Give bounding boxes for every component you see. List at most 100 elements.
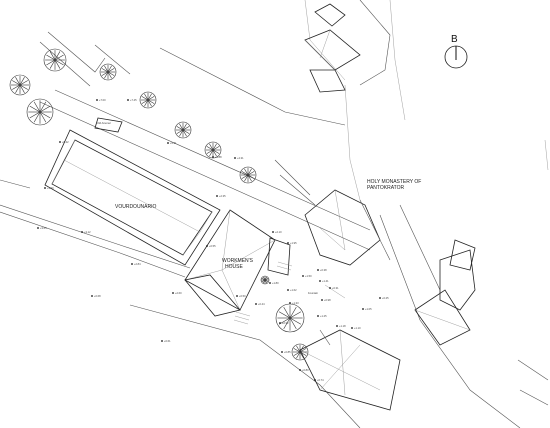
survey-point-label: +1.25 [320,314,327,318]
survey-point-label: +0.44 [258,302,265,306]
trees [9,48,309,361]
workmens-house: WORKMEN'S HOUSE [184,209,293,325]
survey-point-label: +0.50 [239,294,246,298]
vourdounario-label: VOURDOUNARIO [115,204,157,210]
survey-point-label: +3.90 [47,186,54,190]
survey-point-label: +7.45 [130,98,137,102]
survey-point: +3.12 [81,230,91,234]
survey-point-label: +1.33 [292,301,299,305]
survey-point: +1.41 [319,279,329,283]
survey-point-label: +0.85 [284,350,291,354]
survey-point-dot [131,263,133,265]
survey-point-label: +2.60 [175,291,182,295]
survey-point: +0.92 [279,321,289,325]
survey-point-label: +1.50 [305,274,312,278]
survey-point-dot [336,325,338,327]
survey-point-dot [287,289,289,291]
monastery-label-2: PANTOKRATOR [367,185,405,191]
survey-point-label: +2.10 [275,230,282,234]
survey-point-dot [44,187,46,189]
fountain-area: Fountain [308,284,346,299]
survey-point-label: +0.38 [320,268,327,272]
survey-point-label: +0.55 [209,244,216,248]
survey-point-dot [91,295,93,297]
survey-point-dot [287,242,289,244]
survey-point-label: +0.80 [302,368,309,372]
tree-icon [99,63,117,81]
survey-point-label: +0.68 [94,294,101,298]
survey-point: +0.85 [281,350,291,354]
monastery-label-1: HOLY MONASTERY OF [367,179,421,185]
survey-point: +2.60 [172,291,182,295]
survey-point: +1.33 [289,301,299,305]
survey-point-dot [234,157,236,159]
survey-point-dot [302,275,304,277]
tree-icon [260,275,270,285]
survey-point: +1.18 [336,324,346,328]
workmens-label-1: WORKMEN'S [222,258,254,264]
survey-point: +0.80 [299,368,309,372]
survey-point-dot [37,227,39,229]
survey-point-dot [319,280,321,282]
stairs [233,261,293,325]
survey-point-label: +2.84 [134,262,141,266]
survey-points: +7.00+7.45+6.42+5.21+4.88+4.31+3.90+3.65… [37,98,389,382]
lower-building [299,329,401,411]
tree-icon [275,303,305,333]
tree-icon [9,74,31,96]
survey-point-dot [216,195,218,197]
tree-icon [174,121,192,139]
survey-point-label: +2.35 [219,194,226,198]
section-marker: B [444,34,468,69]
survey-point: +6.42 [59,140,69,144]
survey-point-label: +7.00 [99,98,106,102]
survey-point-dot [59,141,61,143]
survey-point-label: +4.88 [215,155,222,159]
survey-point-dot [379,297,381,299]
survey-point-dot [281,351,283,353]
survey-point: +0.74 [314,378,324,382]
tree-icon [139,91,157,109]
survey-point-dot [236,295,238,297]
survey-point: +2.35 [216,194,226,198]
survey-point-dot [321,299,323,301]
small-building-top: Old Arsenal [94,117,123,133]
monastery-buildings-top [304,0,391,93]
workmens-label-2: HOUSE [225,264,243,270]
survey-point: +0.44 [255,302,265,306]
survey-point-dot [314,379,316,381]
survey-point-label: +0.31 [332,286,339,290]
survey-point: +7.00 [96,98,106,102]
survey-point-dot [206,245,208,247]
small-building-label: Old Arsenal [97,121,111,125]
survey-point-label: +4.31 [237,156,244,160]
survey-point-dot [172,292,174,294]
survey-point: +0.31 [329,286,339,290]
survey-point: +4.31 [234,156,244,160]
survey-point-dot [255,303,257,305]
survey-point-label: +1.18 [339,324,346,328]
survey-point-label: +1.05 [365,307,372,311]
tree-icon [43,48,67,72]
survey-point-dot [269,282,271,284]
survey-point: +5.21 [167,141,177,145]
survey-point-dot [299,369,301,371]
survey-point: +1.05 [362,307,372,311]
survey-point-dot [329,287,331,289]
survey-point: +7.45 [127,98,137,102]
survey-point: +1.50 [302,274,312,278]
section-marker-label: B [451,34,458,45]
survey-point-label: +3.12 [84,230,91,234]
survey-point: +0.25 [379,296,389,300]
survey-point: +1.95 [287,241,297,245]
monastery-label: HOLY MONASTERY OF PANTOKRATOR [367,179,421,191]
survey-point-label: +5.21 [170,141,177,145]
survey-point: +1.10 [351,326,361,330]
survey-point: +2.84 [131,262,141,266]
survey-point: +1.80 [269,281,279,285]
survey-point-dot [289,302,291,304]
survey-point-label: +1.41 [322,279,329,283]
survey-point-dot [161,340,163,342]
